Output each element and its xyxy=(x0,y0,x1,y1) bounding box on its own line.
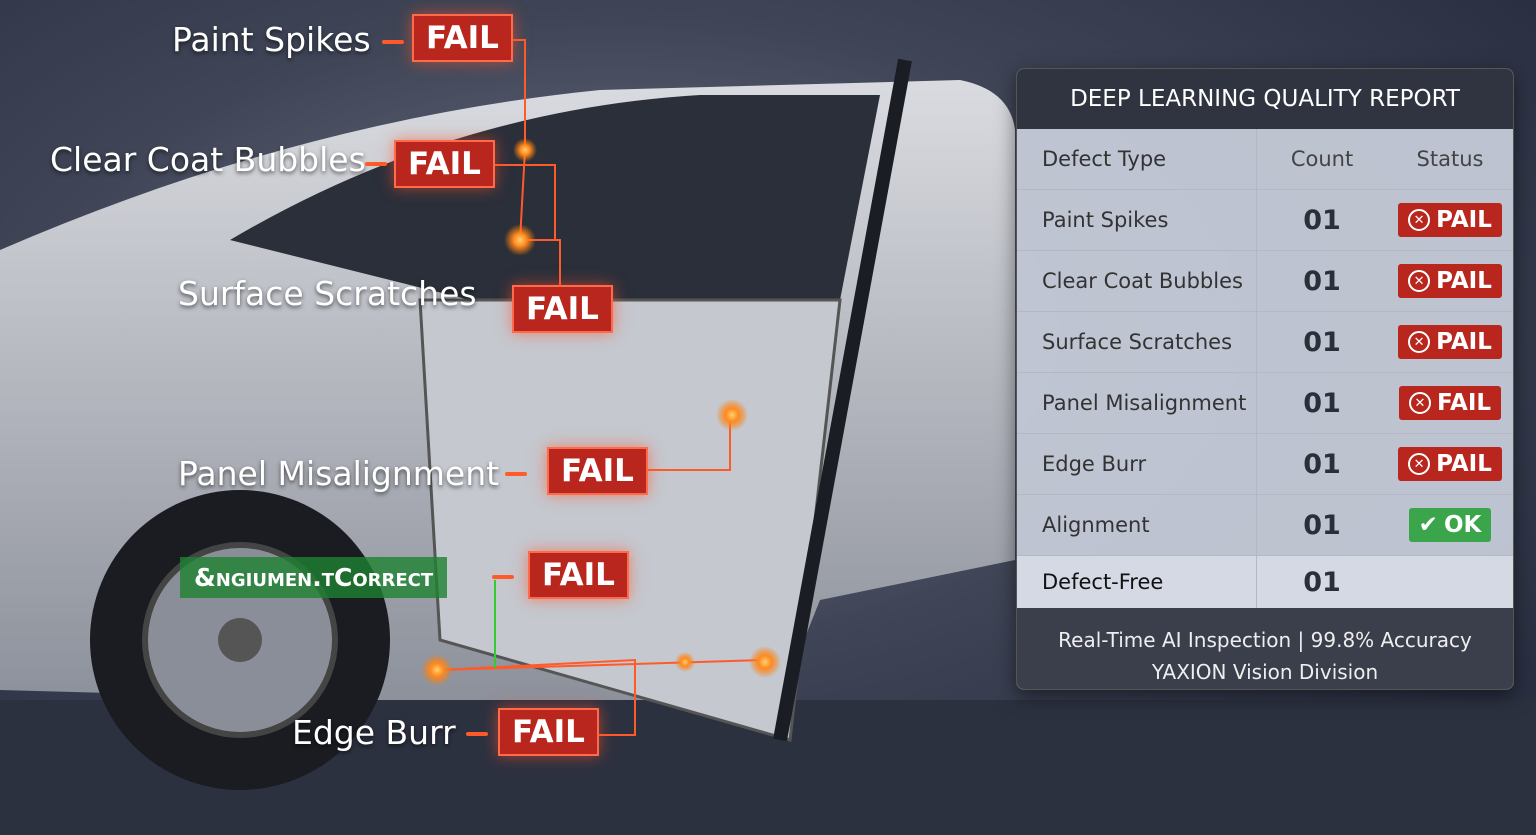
status-text: PAIL xyxy=(1436,451,1492,477)
callout-fail-paint-spikes: FAIL xyxy=(412,14,513,62)
x-circle-icon: ✕ xyxy=(1408,453,1431,475)
callout-fail-surface-scratches: FAIL xyxy=(512,285,613,333)
defect-type: Defect-Free xyxy=(1017,556,1257,608)
defect-count: 01 xyxy=(1303,204,1341,236)
x-circle-icon: ✕ xyxy=(1408,331,1431,353)
defect-count: 01 xyxy=(1303,265,1341,297)
defect-type: Alignment xyxy=(1017,495,1257,555)
status-cell: ✕PAIL xyxy=(1387,264,1513,298)
table-row: Defect-Free 01 xyxy=(1017,556,1513,608)
defect-type: Edge Burr xyxy=(1017,434,1257,494)
footer-division: YAXION Vision Division xyxy=(1151,660,1379,684)
status-cell: ✕PAIL xyxy=(1387,203,1513,237)
connector xyxy=(365,162,387,166)
x-circle-icon: ✕ xyxy=(1408,392,1431,414)
header-status: Status xyxy=(1416,147,1484,171)
status-cell: ✕FAIL xyxy=(1387,386,1513,420)
callout-label-paint-spikes: Paint Spikes xyxy=(172,20,371,59)
defect-type: Panel Misalignment xyxy=(1017,373,1257,433)
check-icon: ✔ xyxy=(1418,512,1438,538)
connector xyxy=(492,575,514,579)
table-row: Alignment 01 ✔OK xyxy=(1017,495,1513,556)
callout-fail-panel-misalignment: FAIL xyxy=(547,447,648,495)
connector xyxy=(505,472,527,476)
table-row: Panel Misalignment 01 ✕FAIL xyxy=(1017,373,1513,434)
table-row: Edge Burr 01 ✕PAIL xyxy=(1017,434,1513,495)
defect-count: 01 xyxy=(1303,387,1341,419)
header-defect-type: Defect Type xyxy=(1017,129,1257,189)
connector xyxy=(382,40,404,44)
report-title: DEEP LEARNING QUALITY REPORT xyxy=(1017,69,1513,129)
status-badge: ✕FAIL xyxy=(1398,386,1502,420)
status-text: FAIL xyxy=(1436,390,1492,416)
defect-type: Surface Scratches xyxy=(1017,312,1257,372)
callout-label-panel-misalignment: Panel Misalignment xyxy=(178,454,500,493)
table-row: Paint Spikes 01 ✕PAIL xyxy=(1017,190,1513,251)
callout-label-clear-coat: Clear Coat Bubbles xyxy=(50,140,366,179)
callout-fail-alignment: FAIL xyxy=(528,551,629,599)
status-cell: ✕PAIL xyxy=(1387,325,1513,359)
table-header: Defect Type Count Status xyxy=(1017,129,1513,190)
status-cell: ✕PAIL xyxy=(1387,447,1513,481)
defect-count: 01 xyxy=(1303,326,1341,358)
footer-accuracy: Real-Time AI Inspection | 99.8% Accuracy xyxy=(1058,628,1472,652)
quality-report-panel: DEEP LEARNING QUALITY REPORT Defect Type… xyxy=(1016,68,1514,690)
callout-label-edge-burr: Edge Burr xyxy=(292,713,456,752)
report-footer: Real-Time AI Inspection | 99.8% Accuracy… xyxy=(1017,608,1513,689)
connector xyxy=(466,732,488,736)
callout-fail-clear-coat: FAIL xyxy=(394,140,495,188)
status-badge: ✕PAIL xyxy=(1398,447,1502,481)
header-count: Count xyxy=(1290,147,1354,171)
status-badge: ✕PAIL xyxy=(1398,203,1502,237)
x-circle-icon: ✕ xyxy=(1408,270,1431,292)
defect-count: 01 xyxy=(1303,509,1341,541)
defect-type: Paint Spikes xyxy=(1017,190,1257,250)
status-text: PAIL xyxy=(1436,268,1492,294)
status-cell: ✔OK xyxy=(1387,508,1513,542)
status-badge: ✕PAIL xyxy=(1398,264,1502,298)
table-row: Surface Scratches 01 ✕PAIL xyxy=(1017,312,1513,373)
defect-count: 01 xyxy=(1303,566,1341,598)
status-text: PAIL xyxy=(1436,207,1492,233)
status-badge: ✕PAIL xyxy=(1398,325,1502,359)
callout-label-surface-scratches: Surface Scratches xyxy=(178,274,477,313)
defect-type: Clear Coat Bubbles xyxy=(1017,251,1257,311)
table-row: Clear Coat Bubbles 01 ✕PAIL xyxy=(1017,251,1513,312)
status-text: OK xyxy=(1443,512,1482,538)
status-text: PAIL xyxy=(1436,329,1492,355)
status-badge: ✔OK xyxy=(1408,508,1492,542)
callout-fail-edge-burr: FAIL xyxy=(498,708,599,756)
defect-count: 01 xyxy=(1303,448,1341,480)
x-circle-icon: ✕ xyxy=(1408,209,1431,231)
callout-label-alignment-correct: &ngiumen.tCorrect xyxy=(180,557,448,598)
